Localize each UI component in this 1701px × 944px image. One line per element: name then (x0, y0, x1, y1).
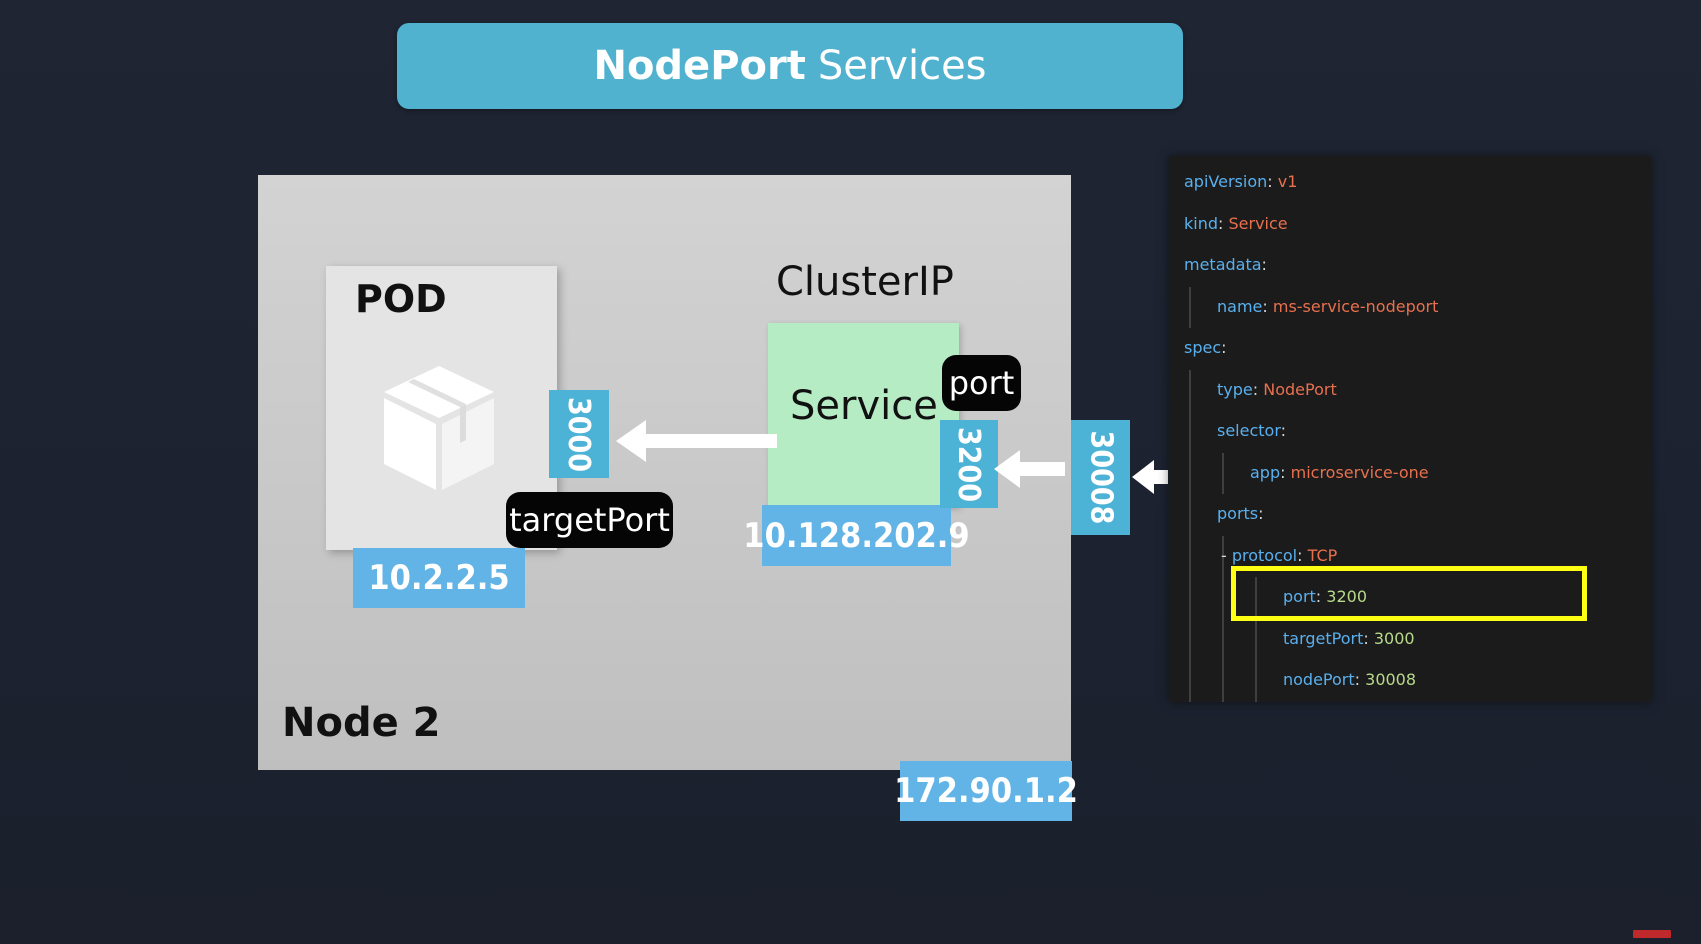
arrow-external-to-nodeport (1132, 460, 1168, 494)
yaml-line: kind: Service (1184, 204, 1288, 244)
indent-guide (1189, 618, 1191, 660)
indent-guide (1222, 452, 1224, 494)
yaml-line: port: 3200 (1283, 577, 1367, 617)
yaml-line: app: microservice-one (1250, 453, 1429, 493)
indent-guide (1189, 577, 1191, 619)
yaml-key: name (1217, 296, 1263, 316)
node-ip-badge: 172.90.1.2 (894, 761, 1078, 821)
yaml-colon: : (1315, 587, 1322, 606)
indent-guide (1222, 535, 1224, 577)
yaml-colon: : (1258, 504, 1264, 523)
yaml-colon: : (1280, 462, 1286, 482)
title-rest: Services (817, 43, 987, 89)
indent-guide (1189, 660, 1191, 702)
yaml-colon: : (1297, 545, 1303, 565)
yaml-colon: : (1262, 296, 1268, 316)
yaml-value: 30008 (1365, 670, 1417, 689)
yaml-value: v1 (1277, 172, 1298, 191)
service-label: Service (790, 383, 938, 429)
title-banner: NodePort Services (397, 23, 1183, 109)
yaml-key: app (1250, 462, 1281, 482)
yaml-key: apiVersion (1184, 172, 1268, 191)
indent-guide (1189, 452, 1191, 494)
indent-guide (1189, 369, 1191, 411)
indent-guide (1255, 577, 1257, 619)
yaml-key: protocol (1231, 545, 1298, 565)
yaml-value: NodePort (1263, 379, 1337, 399)
yaml-key: ports (1217, 504, 1259, 523)
yaml-colon: : (1354, 670, 1361, 689)
title-bold: NodePort (593, 43, 806, 89)
service-port-tag: port (942, 355, 1021, 411)
indent-guide (1255, 618, 1257, 660)
node-port-value: 30008 (1083, 430, 1118, 525)
service-box (768, 323, 959, 507)
target-port-tag: targetPort (506, 492, 673, 548)
yaml-colon: : (1252, 379, 1259, 399)
yaml-key: selector (1217, 421, 1281, 440)
indent-guide (1189, 494, 1191, 536)
yaml-dash: - (1221, 545, 1232, 565)
yaml-line: selector: (1217, 411, 1286, 451)
yaml-colon: : (1218, 213, 1224, 233)
pod-ip-badge: 10.2.2.5 (353, 548, 525, 608)
yaml-colon: : (1280, 421, 1287, 440)
yaml-value: TCP (1307, 545, 1338, 565)
yaml-key: kind (1184, 213, 1219, 233)
yaml-line: type: NodePort (1217, 370, 1337, 410)
indent-guide (1189, 535, 1191, 577)
clusterip-label: ClusterIP (776, 259, 954, 305)
port-highlight-box (1231, 566, 1587, 621)
yaml-colon: : (1221, 338, 1227, 357)
yaml-line: targetPort: 3000 (1283, 619, 1415, 659)
yaml-code-panel (1169, 156, 1651, 702)
corner-mark (1633, 930, 1671, 938)
indent-guide (1222, 660, 1224, 702)
yaml-line: name: ms-service-nodeport (1217, 287, 1438, 327)
indent-guide (1189, 286, 1191, 328)
yaml-line: apiVersion: v1 (1184, 162, 1297, 202)
yaml-colon: : (1363, 628, 1369, 648)
yaml-key: targetPort (1283, 628, 1364, 648)
node-port-badge: 30008 (1071, 420, 1130, 535)
service-ip-badge: 10.128.202.9 (743, 505, 970, 566)
indent-guide (1255, 660, 1257, 702)
service-port-value: 3200 (951, 426, 987, 502)
yaml-value: Service (1228, 213, 1288, 233)
target-port-badge: 3000 (549, 390, 609, 478)
target-port-value: 3000 (561, 396, 597, 472)
node-label: Node 2 (282, 700, 441, 746)
yaml-key: spec (1184, 338, 1222, 357)
pod-label: POD (355, 277, 447, 321)
yaml-line: nodePort: 30008 (1283, 660, 1416, 700)
yaml-line: ports: (1217, 494, 1264, 534)
yaml-key: port (1283, 587, 1316, 606)
indent-guide (1222, 577, 1224, 619)
yaml-key: type (1217, 379, 1253, 399)
cube-icon (384, 366, 494, 490)
yaml-key: metadata (1184, 255, 1262, 274)
yaml-line: spec: (1184, 328, 1227, 368)
yaml-line: metadata: (1184, 245, 1267, 285)
yaml-value: microservice-one (1290, 462, 1429, 482)
indent-guide (1189, 411, 1191, 453)
service-port-badge: 3200 (940, 420, 998, 508)
yaml-value: ms-service-nodeport (1272, 296, 1439, 316)
yaml-value: 3000 (1373, 628, 1415, 648)
yaml-colon: : (1267, 172, 1273, 191)
yaml-key: nodePort (1283, 670, 1355, 689)
indent-guide (1222, 618, 1224, 660)
yaml-line: - protocol: TCP (1221, 536, 1337, 576)
yaml-value: 3200 (1326, 587, 1367, 606)
yaml-colon: : (1261, 255, 1267, 274)
